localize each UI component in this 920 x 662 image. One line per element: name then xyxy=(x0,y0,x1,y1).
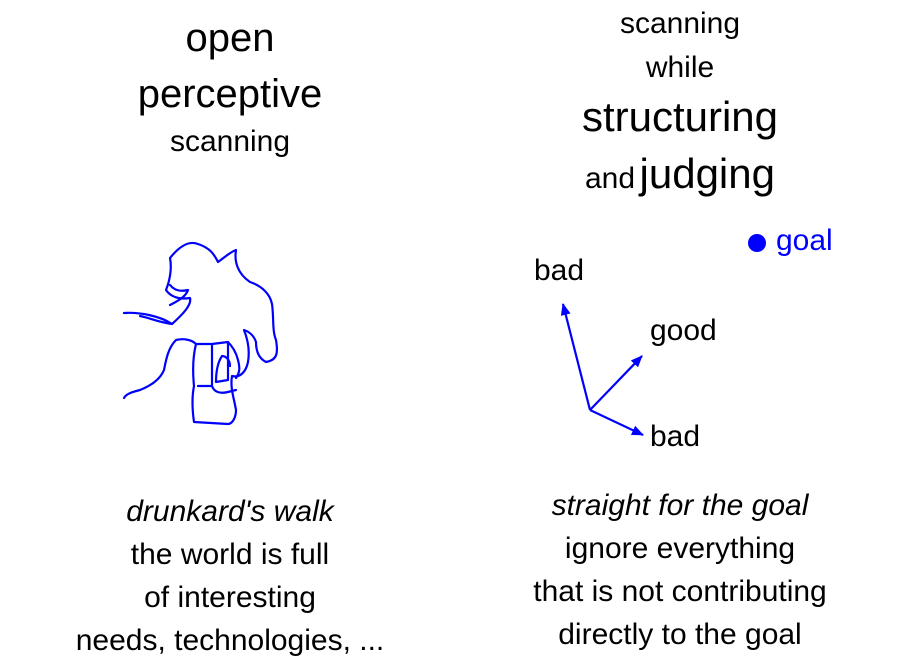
right-caption-italic: straight for the goal xyxy=(551,489,809,522)
right-caption-line: ignore everything xyxy=(564,532,796,565)
left-title-open: open xyxy=(185,16,275,60)
arrow-bad-down xyxy=(589,409,644,436)
goal-label: goal xyxy=(776,224,833,257)
left-title-scanning: scanning xyxy=(169,125,291,158)
right-panel: scanning while structuring and judging s… xyxy=(460,0,920,660)
right-caption-line: that is not contributing xyxy=(533,575,827,608)
right-title-while: while xyxy=(645,51,715,84)
right-title-structuring: structuring xyxy=(581,93,779,140)
left-caption-italic: drunkard's walk xyxy=(126,495,334,528)
right-title-and: and xyxy=(585,162,636,195)
right-title-and-judging: and judging xyxy=(440,148,920,210)
arrow-label-good: good xyxy=(650,314,717,347)
arrow-good xyxy=(589,355,643,411)
left-caption-line: needs, technologies, ... xyxy=(75,624,385,657)
left-caption-line: the world is full xyxy=(130,538,330,571)
drunkards-walk-path xyxy=(122,241,279,426)
right-caption: straight for the goal ignore everything … xyxy=(440,484,920,656)
arrow-bad-up xyxy=(560,303,592,411)
left-panel: open perceptive scanning drunkard's walk… xyxy=(0,0,460,660)
goal-dot-icon xyxy=(748,234,766,252)
left-caption: drunkard's walk the world is full of int… xyxy=(0,490,460,662)
arrow-label-bad-top: bad xyxy=(534,254,585,287)
right-caption-line: directly to the goal xyxy=(558,618,802,651)
left-title-perceptive: perceptive xyxy=(137,72,323,116)
right-title-judging: judging xyxy=(639,150,775,197)
arrow-label-bad-bottom: bad xyxy=(650,420,701,453)
left-caption-line: of interesting xyxy=(144,581,316,614)
right-title-scanning: scanning xyxy=(619,7,741,40)
